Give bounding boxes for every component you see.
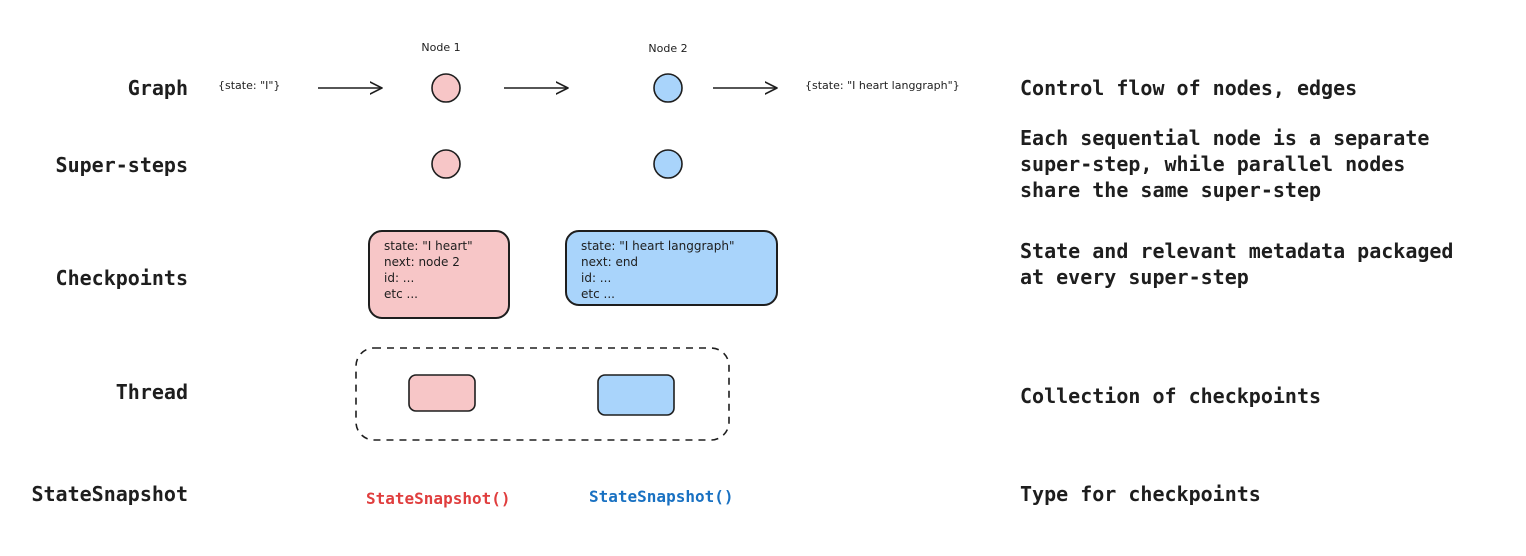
checkpoint1-next: next: node 2: [384, 255, 460, 269]
output-state-label: {state: "I heart langgraph"}: [805, 79, 960, 92]
row-label-checkpoints: Checkpoints: [55, 266, 188, 290]
checkpoint1-etc: etc ...: [384, 287, 418, 301]
checkpoint2-state: state: "I heart langgraph": [581, 239, 735, 253]
node1-label: Node 1: [421, 41, 461, 54]
checkpoint2-card: state: "I heart langgraph" next: end id:…: [565, 230, 778, 306]
desc-statesnapshot: Type for checkpoints: [1020, 482, 1261, 506]
node2-label: Node 2: [648, 42, 688, 55]
desc-graph: Control flow of nodes, edges: [1020, 76, 1358, 100]
checkpoint2-etc: etc ...: [581, 287, 615, 301]
graph-node1-circle: [431, 73, 461, 103]
superstep2-circle: [653, 149, 683, 179]
checkpoint1-state: state: "I heart": [384, 239, 473, 253]
checkpoint1-card: state: "I heart" next: node 2 id: ... et…: [368, 230, 510, 319]
input-state-label: {state: "I"}: [218, 79, 281, 92]
desc-supersteps: Each sequential node is a separate super…: [1020, 126, 1430, 202]
thread-dashed-container: [355, 347, 730, 441]
graph-node2-circle: [653, 73, 683, 103]
thread-checkpoint1-box: [408, 374, 476, 412]
desc-thread: Collection of checkpoints: [1020, 384, 1322, 408]
checkpoint2-id: id: ...: [581, 271, 612, 285]
checkpoint2-next: next: end: [581, 255, 639, 269]
row-label-supersteps: Super-steps: [55, 153, 188, 177]
superstep1-circle: [431, 149, 461, 179]
row-label-thread: Thread: [115, 380, 188, 404]
row-label-statesnapshot: StateSnapshot: [31, 482, 188, 506]
checkpoint1-id: id: ...: [384, 271, 415, 285]
thread-checkpoint2-box: [597, 374, 675, 416]
desc-checkpoints: State and relevant metadata packaged at …: [1020, 239, 1454, 289]
row-label-graph: Graph: [127, 76, 188, 100]
statesnapshot-first: StateSnapshot(): [366, 489, 511, 508]
statesnapshot-second: StateSnapshot(): [589, 487, 734, 506]
